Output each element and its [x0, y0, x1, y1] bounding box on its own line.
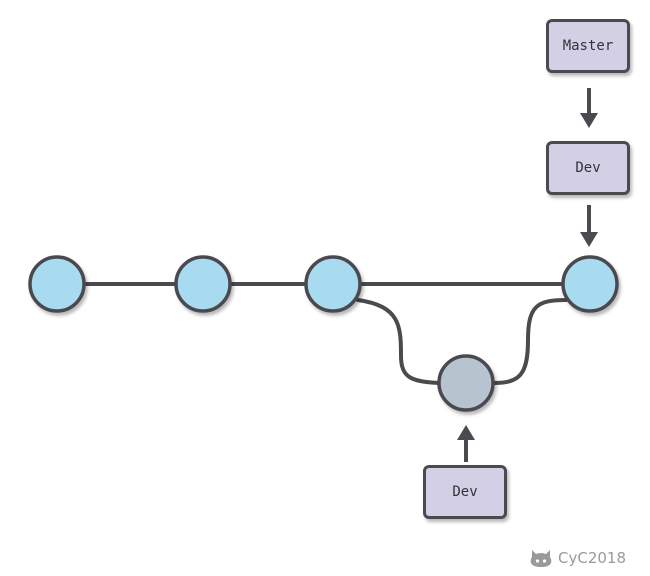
commit-node: [174, 255, 232, 313]
arrow-dev-bottom-head: [457, 425, 475, 440]
commit-node-merge: [561, 255, 619, 313]
watermark: CyC2018: [529, 547, 626, 569]
watermark-text: CyC2018: [558, 549, 626, 567]
commit-node-branch: [437, 354, 495, 412]
arrow-dev-to-commit-head: [580, 232, 598, 247]
commit-node: [304, 255, 362, 313]
commits: [28, 255, 619, 412]
master-pointer-label: Master: [546, 19, 630, 73]
pointer-arrows: [457, 88, 598, 462]
dev-pointer-label-bottom: Dev: [423, 465, 507, 519]
edge-c3-c4: [356, 298, 442, 385]
commit-node: [28, 255, 86, 313]
edge-c4-c5: [492, 298, 568, 385]
github-octocat-icon: [529, 548, 553, 568]
dev-pointer-label-top: Dev: [546, 141, 630, 195]
arrow-master-to-dev-head: [580, 113, 598, 128]
